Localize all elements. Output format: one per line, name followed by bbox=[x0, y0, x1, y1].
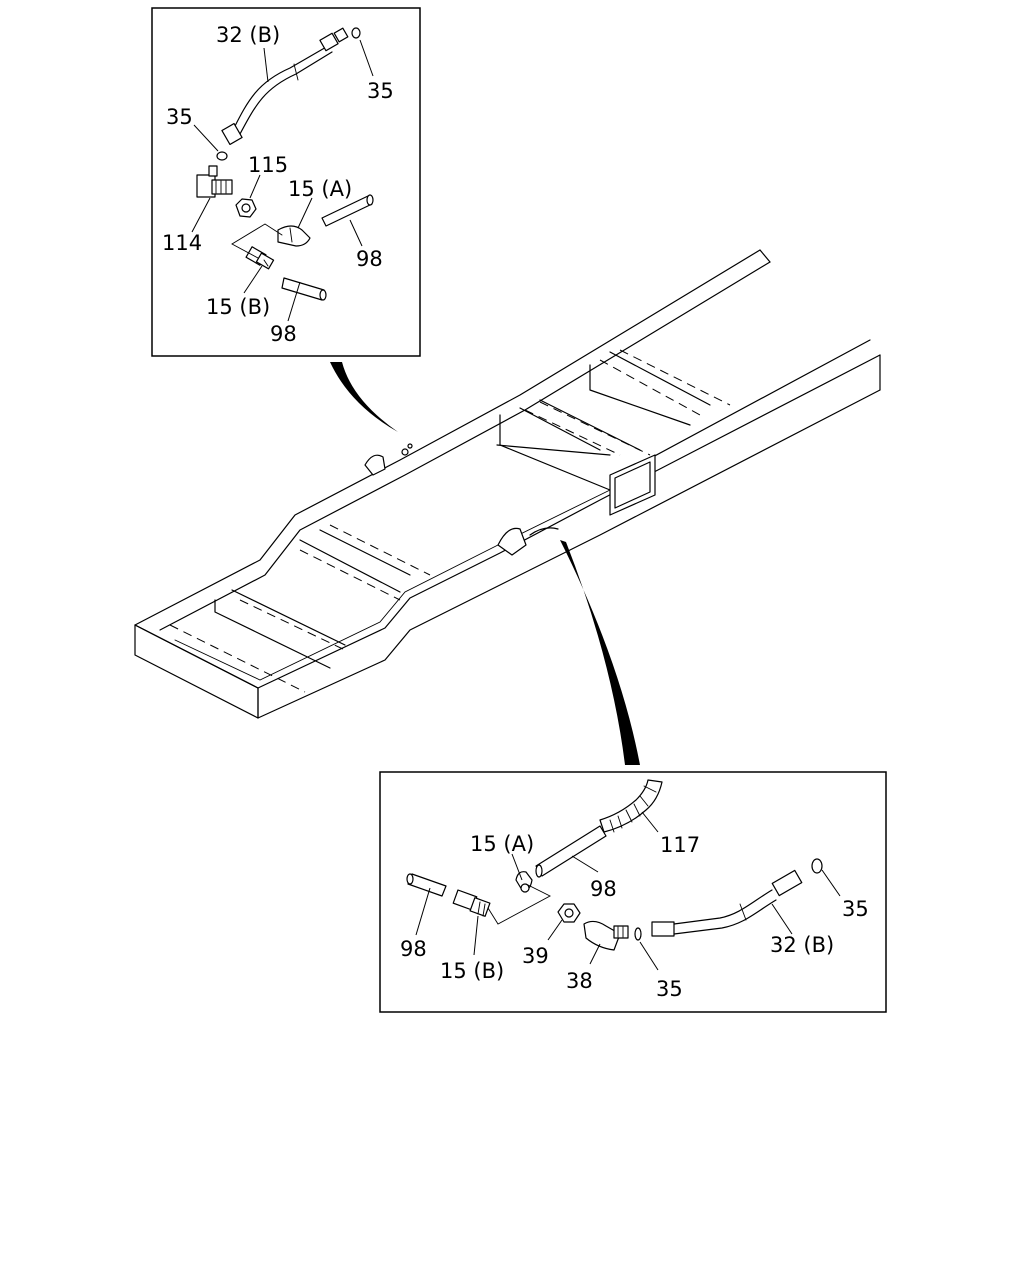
callout-98-top-b: 98 bbox=[270, 322, 297, 346]
gasket-35-bottom-b bbox=[811, 858, 823, 874]
pipe-98-bottom-a bbox=[535, 825, 607, 878]
frame-bracket-plate bbox=[609, 454, 656, 516]
gasket-35-bottom-a bbox=[634, 927, 642, 941]
nut-115 bbox=[235, 198, 257, 218]
top-connection-line bbox=[231, 223, 283, 259]
frame-fitting-point bbox=[401, 448, 409, 456]
detail-box-bottom: 15 (A) 117 98 98 15 (B) 39 38 35 32 (B) … bbox=[379, 771, 887, 1013]
detail-box-top: 32 (B) 35 35 115 15 (A) 114 98 15 (B) 98 bbox=[151, 7, 421, 357]
bottom-leader-lines bbox=[415, 811, 841, 971]
pipe-98-bottom-b bbox=[406, 873, 447, 897]
pointer-top-callout bbox=[330, 362, 398, 432]
callout-98-bottom-a: 98 bbox=[590, 877, 617, 901]
chassis-frame bbox=[134, 249, 881, 719]
frame-pipe-stub bbox=[529, 527, 559, 536]
gasket-35-top-b bbox=[216, 151, 228, 161]
callout-32b-top: 32 (B) bbox=[216, 23, 280, 47]
frame-rail-far bbox=[134, 249, 771, 631]
callout-15b-top: 15 (B) bbox=[206, 295, 270, 319]
gasket-35-top-a bbox=[351, 27, 361, 39]
hose-32b-bottom bbox=[651, 869, 803, 937]
callout-38: 38 bbox=[566, 969, 593, 993]
frame-hidden-lines bbox=[169, 349, 731, 693]
frame-rail-near bbox=[134, 339, 881, 719]
nut-39 bbox=[557, 903, 581, 923]
detail-box-top-frame bbox=[151, 7, 421, 357]
callout-39: 39 bbox=[522, 944, 549, 968]
callout-98-top-a: 98 bbox=[356, 247, 383, 271]
callout-35-top-b: 35 bbox=[166, 105, 193, 129]
callout-15a-bottom: 15 (A) bbox=[470, 832, 534, 856]
callout-15b-bottom: 15 (B) bbox=[440, 959, 504, 983]
elbow-15a-top bbox=[277, 225, 311, 247]
callout-35-bottom-a: 35 bbox=[656, 977, 683, 1001]
pointer-bottom-callout bbox=[560, 540, 640, 765]
frame-hook-brackets bbox=[364, 454, 527, 556]
callout-115: 115 bbox=[248, 153, 288, 177]
connector-15b-top bbox=[245, 246, 275, 270]
connector-15b-bottom bbox=[452, 889, 491, 917]
frame-crossmembers bbox=[214, 351, 711, 669]
callout-114: 114 bbox=[162, 231, 202, 255]
hose-32b-top bbox=[221, 27, 349, 146]
callout-15a-top: 15 (A) bbox=[288, 177, 352, 201]
callout-117: 117 bbox=[660, 833, 700, 857]
elbow-fitting-38 bbox=[583, 920, 629, 951]
callout-35-top-a: 35 bbox=[367, 79, 394, 103]
pipe-98-top-b bbox=[281, 277, 327, 301]
callout-32b-bottom: 32 (B) bbox=[770, 933, 834, 957]
elbow-fitting-114 bbox=[196, 165, 233, 198]
callout-98-bottom-b: 98 bbox=[400, 937, 427, 961]
pipe-98-top-a bbox=[321, 194, 374, 227]
top-leader-lines bbox=[191, 39, 374, 322]
elbow-15a-bottom bbox=[515, 871, 533, 893]
bottom-connection-line bbox=[487, 883, 551, 925]
callout-35-bottom-b: 35 bbox=[842, 897, 869, 921]
corrugated-tube-117 bbox=[599, 779, 663, 833]
